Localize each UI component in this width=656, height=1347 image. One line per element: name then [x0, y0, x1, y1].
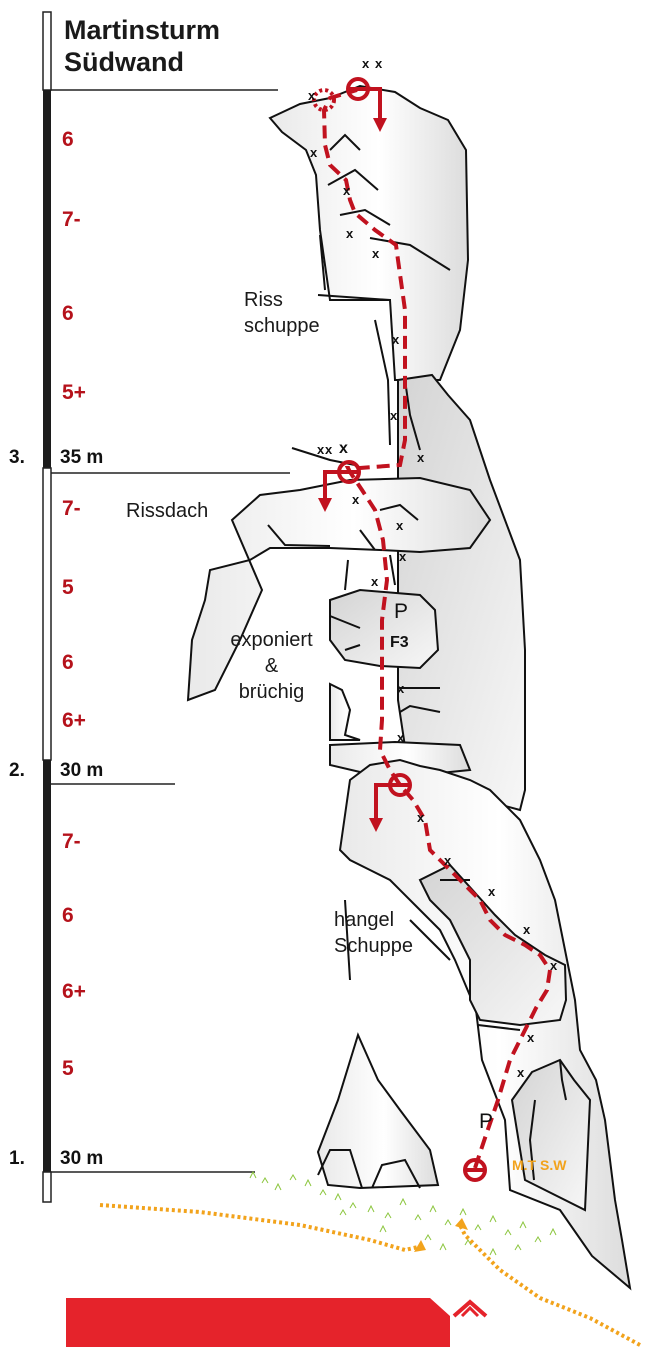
- pitch-number-3: 3.: [9, 447, 25, 469]
- label-riss-line-1: Riss: [244, 287, 320, 313]
- bolt: x: [371, 574, 378, 589]
- bolt: x: [375, 56, 382, 71]
- pitch-length-2: 30 m: [60, 760, 103, 782]
- grade-pitch-2-d: 6+: [62, 709, 86, 733]
- grade-pitch-2-c: 6: [62, 651, 74, 675]
- bolt: x: [417, 810, 424, 825]
- bolt: x: [308, 88, 315, 103]
- pitch-number-2: 2.: [9, 760, 25, 782]
- bolt: x: [527, 1030, 534, 1045]
- bolt: x: [352, 492, 359, 507]
- bolt: x: [339, 440, 348, 458]
- label-hangel-line-2: Schuppe: [334, 933, 413, 959]
- grade-pitch-3-c: 6: [62, 302, 74, 326]
- grade-pitch-3-a: 6: [62, 128, 74, 152]
- label-exponiert: exponiert & brüchig: [214, 627, 329, 705]
- bolt: x: [310, 145, 317, 160]
- grade-pitch-1-b: 6: [62, 904, 74, 928]
- bolt: x: [396, 518, 403, 533]
- title-line-2: Südwand: [64, 46, 220, 78]
- bolt: x: [343, 183, 350, 198]
- bolt: x: [488, 884, 495, 899]
- piton-marker: P: [394, 600, 408, 624]
- bolt: x: [517, 1065, 524, 1080]
- friend-label: F3: [390, 634, 409, 652]
- piton-marker: P: [479, 1110, 493, 1134]
- label-rissdach: Rissdach: [126, 498, 208, 524]
- label-exponiert-line-1: exponiert: [214, 627, 329, 653]
- bolt: x: [325, 442, 332, 457]
- pitch-length-1: 30 m: [60, 1148, 103, 1170]
- grade-pitch-1-d: 5: [62, 1057, 74, 1081]
- bolt: x: [346, 226, 353, 241]
- label-hangel-schuppe: hangel Schuppe: [334, 907, 413, 959]
- label-exponiert-line-3: brüchig: [214, 679, 329, 705]
- route-marker: M.T S.W: [512, 1157, 566, 1173]
- publisher-banner: [0, 1296, 656, 1347]
- page-title: Martinsturm Südwand: [64, 14, 220, 78]
- title-line-1: Martinsturm: [64, 14, 220, 46]
- grade-pitch-2-b: 5: [62, 576, 74, 600]
- bolt: x: [362, 56, 369, 71]
- label-exponiert-line-2: &: [214, 653, 329, 679]
- bolt: x: [392, 332, 399, 347]
- bolt: x: [417, 450, 424, 465]
- bolt: x: [550, 958, 557, 973]
- grade-pitch-3-b: 7-: [62, 208, 81, 232]
- label-hangel-line-1: hangel: [334, 907, 413, 933]
- bolt: x: [444, 853, 451, 868]
- bolt: x: [399, 549, 406, 564]
- bolt: x: [372, 246, 379, 261]
- grade-pitch-3-d: 5+: [62, 381, 86, 405]
- bolt: x: [397, 730, 404, 745]
- bolt: x: [397, 681, 404, 696]
- label-riss-schuppe: Riss schuppe: [244, 287, 320, 339]
- grade-pitch-2-a: 7-: [62, 497, 81, 521]
- bolt: x: [317, 442, 324, 457]
- grade-pitch-1-a: 7-: [62, 830, 81, 854]
- pitch-number-1: 1.: [9, 1148, 25, 1170]
- grade-pitch-1-c: 6+: [62, 980, 86, 1004]
- pitch-length-3: 35 m: [60, 447, 103, 469]
- scale-bar: [43, 12, 51, 1202]
- bolt: x: [523, 922, 530, 937]
- bolt: x: [390, 408, 397, 423]
- label-riss-line-2: schuppe: [244, 313, 320, 339]
